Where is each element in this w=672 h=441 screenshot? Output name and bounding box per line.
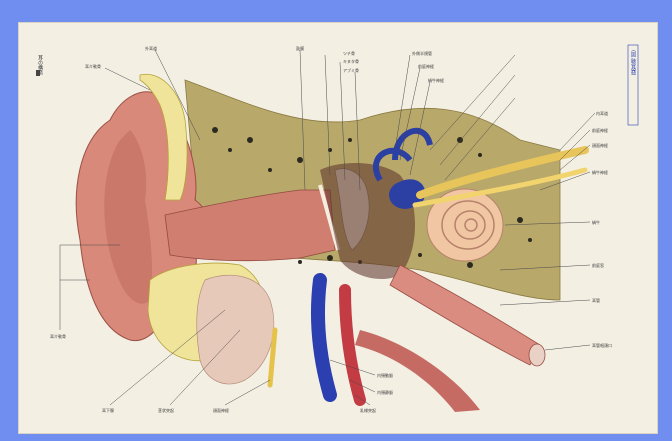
muscle [355, 330, 480, 412]
label-right-8: 耳管咽頭口 [592, 342, 612, 348]
eustachian-tube-end [529, 344, 545, 366]
label-top-2: 耳介軟骨 [85, 63, 101, 69]
label-right-7: 耳管 [592, 297, 600, 303]
left-edge-mark [36, 70, 40, 76]
internal-jugular-vein [318, 280, 330, 395]
label-top-5: キヌタ骨 [343, 58, 359, 64]
label-bottom-2: 茎状突起 [158, 407, 174, 413]
label-top-6: アブミ骨 [343, 67, 359, 73]
label-top-3: 鼓膜 [296, 45, 304, 51]
label-bottom-1: 耳下腺 [102, 407, 114, 413]
label-top-7: 外側半規管 [412, 50, 432, 56]
label-top-8: 前庭神経 [418, 63, 434, 69]
label-top-4: ツチ骨 [343, 50, 355, 56]
label-bottom-6: 乳様突起 [360, 407, 376, 413]
parotid-gland [197, 275, 274, 384]
label-top-9: 蝸牛神経 [428, 77, 444, 83]
label-right-6: 前庭窓 [592, 262, 604, 268]
label-bottom-5: 内頸静脈 [377, 389, 393, 395]
label-right-4: 蝸牛神経 [592, 169, 608, 175]
label-right-3: 顔面神経 [592, 142, 608, 148]
label-right-1: 内耳道 [596, 110, 608, 116]
label-right-5: 蝸牛 [592, 219, 600, 225]
right-title-vertical: (図 聴覚器) [630, 50, 636, 76]
label-right-2: 前庭神経 [592, 127, 608, 133]
middle-ear-cavity [320, 163, 415, 279]
label-left-1: 耳介軟骨 [50, 333, 66, 339]
label-bottom-4: 内頸動脈 [377, 372, 393, 378]
label-bottom-3: 顔面神経 [213, 407, 229, 413]
label-top-1: 外耳道 [145, 45, 157, 51]
